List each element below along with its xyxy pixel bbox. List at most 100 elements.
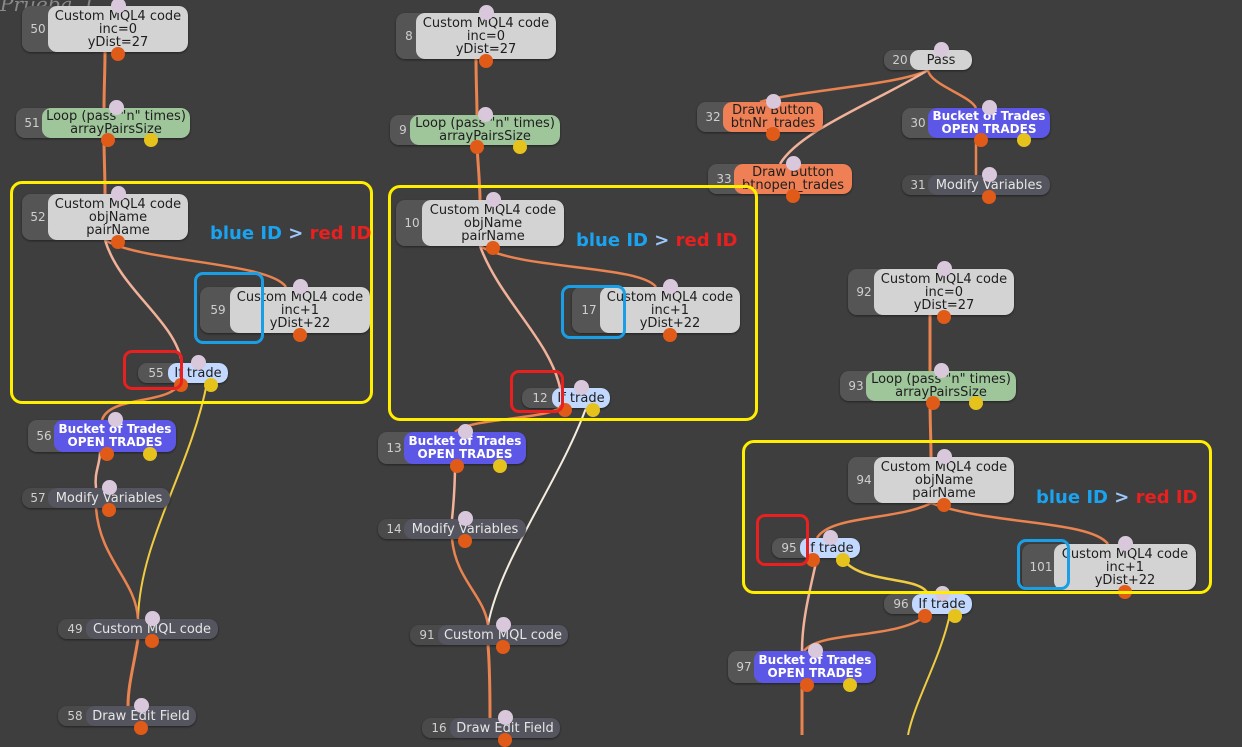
input-pin[interactable] (934, 42, 949, 57)
wire-20-30 (926, 69, 978, 109)
node-id: 95 (772, 538, 806, 558)
input-pin[interactable] (937, 449, 952, 464)
output-pin[interactable] (800, 678, 814, 692)
input-pin[interactable] (766, 94, 781, 109)
output-pin[interactable] (102, 503, 116, 517)
output-pin[interactable] (974, 133, 988, 147)
node-label-line: Draw Edit Field (92, 708, 190, 724)
input-pin[interactable] (808, 643, 823, 658)
true-output-pin[interactable] (586, 403, 600, 417)
input-pin[interactable] (663, 279, 678, 294)
output-pin[interactable] (786, 189, 800, 203)
node-label-line: If trade (806, 540, 854, 556)
output-pin[interactable] (470, 140, 484, 154)
input-pin[interactable] (786, 156, 801, 171)
input-pin[interactable] (293, 279, 308, 294)
output-pin[interactable] (498, 733, 512, 747)
input-pin[interactable] (145, 611, 160, 626)
done-output-pin[interactable] (843, 678, 857, 692)
node-id: 14 (378, 519, 410, 539)
output-pin[interactable] (479, 54, 493, 68)
output-pin[interactable] (111, 47, 125, 61)
done-output-pin[interactable] (143, 447, 157, 461)
input-pin[interactable] (934, 363, 949, 378)
output-pin[interactable] (458, 534, 472, 548)
output-pin[interactable] (111, 235, 125, 249)
node-label-line: Custom MQL4 code (429, 202, 557, 218)
false-output-pin[interactable] (806, 553, 820, 567)
output-pin[interactable] (982, 190, 996, 204)
output-pin[interactable] (100, 447, 114, 461)
output-pin[interactable] (293, 328, 307, 342)
input-pin[interactable] (191, 355, 206, 370)
input-pin[interactable] (102, 480, 117, 495)
true-output-pin[interactable] (836, 553, 850, 567)
input-pin[interactable] (111, 186, 126, 201)
input-pin[interactable] (937, 261, 952, 276)
input-pin[interactable] (458, 424, 473, 439)
output-pin[interactable] (663, 328, 677, 342)
done-output-pin[interactable] (1017, 133, 1031, 147)
output-pin[interactable] (486, 241, 500, 255)
input-pin[interactable] (1118, 536, 1133, 551)
output-pin[interactable] (450, 459, 464, 473)
input-pin[interactable] (574, 380, 589, 395)
output-pin[interactable] (145, 634, 159, 648)
input-pin[interactable] (496, 617, 511, 632)
input-pin[interactable] (982, 100, 997, 115)
output-pin[interactable] (101, 133, 115, 147)
node-label-line: Custom MQL4 code (54, 8, 182, 24)
input-pin[interactable] (134, 698, 149, 713)
output-pin[interactable] (937, 310, 951, 324)
input-pin[interactable] (109, 100, 124, 115)
true-output-pin[interactable] (204, 378, 218, 392)
output-pin[interactable] (766, 127, 780, 141)
output-pin[interactable] (496, 640, 510, 654)
done-output-pin[interactable] (513, 140, 527, 154)
input-pin[interactable] (458, 511, 473, 526)
input-pin[interactable] (108, 412, 123, 427)
output-pin[interactable] (926, 396, 940, 410)
true-output-pin[interactable] (948, 609, 962, 623)
input-pin[interactable] (982, 167, 997, 182)
input-pin[interactable] (823, 530, 838, 545)
node-label-line: OPEN TRADES (417, 447, 513, 461)
input-pin[interactable] (479, 5, 494, 20)
false-output-pin[interactable] (918, 609, 932, 623)
input-pin[interactable] (498, 710, 513, 725)
done-output-pin[interactable] (969, 396, 983, 410)
output-pin[interactable] (937, 498, 951, 512)
done-output-pin[interactable] (493, 459, 507, 473)
input-pin[interactable] (478, 107, 493, 122)
output-pin[interactable] (134, 721, 148, 735)
node-label: Modify Variables (48, 488, 170, 508)
input-pin[interactable] (486, 192, 501, 207)
done-output-pin[interactable] (144, 133, 158, 147)
wire-10-17 (479, 244, 658, 288)
input-pin[interactable] (111, 0, 126, 13)
